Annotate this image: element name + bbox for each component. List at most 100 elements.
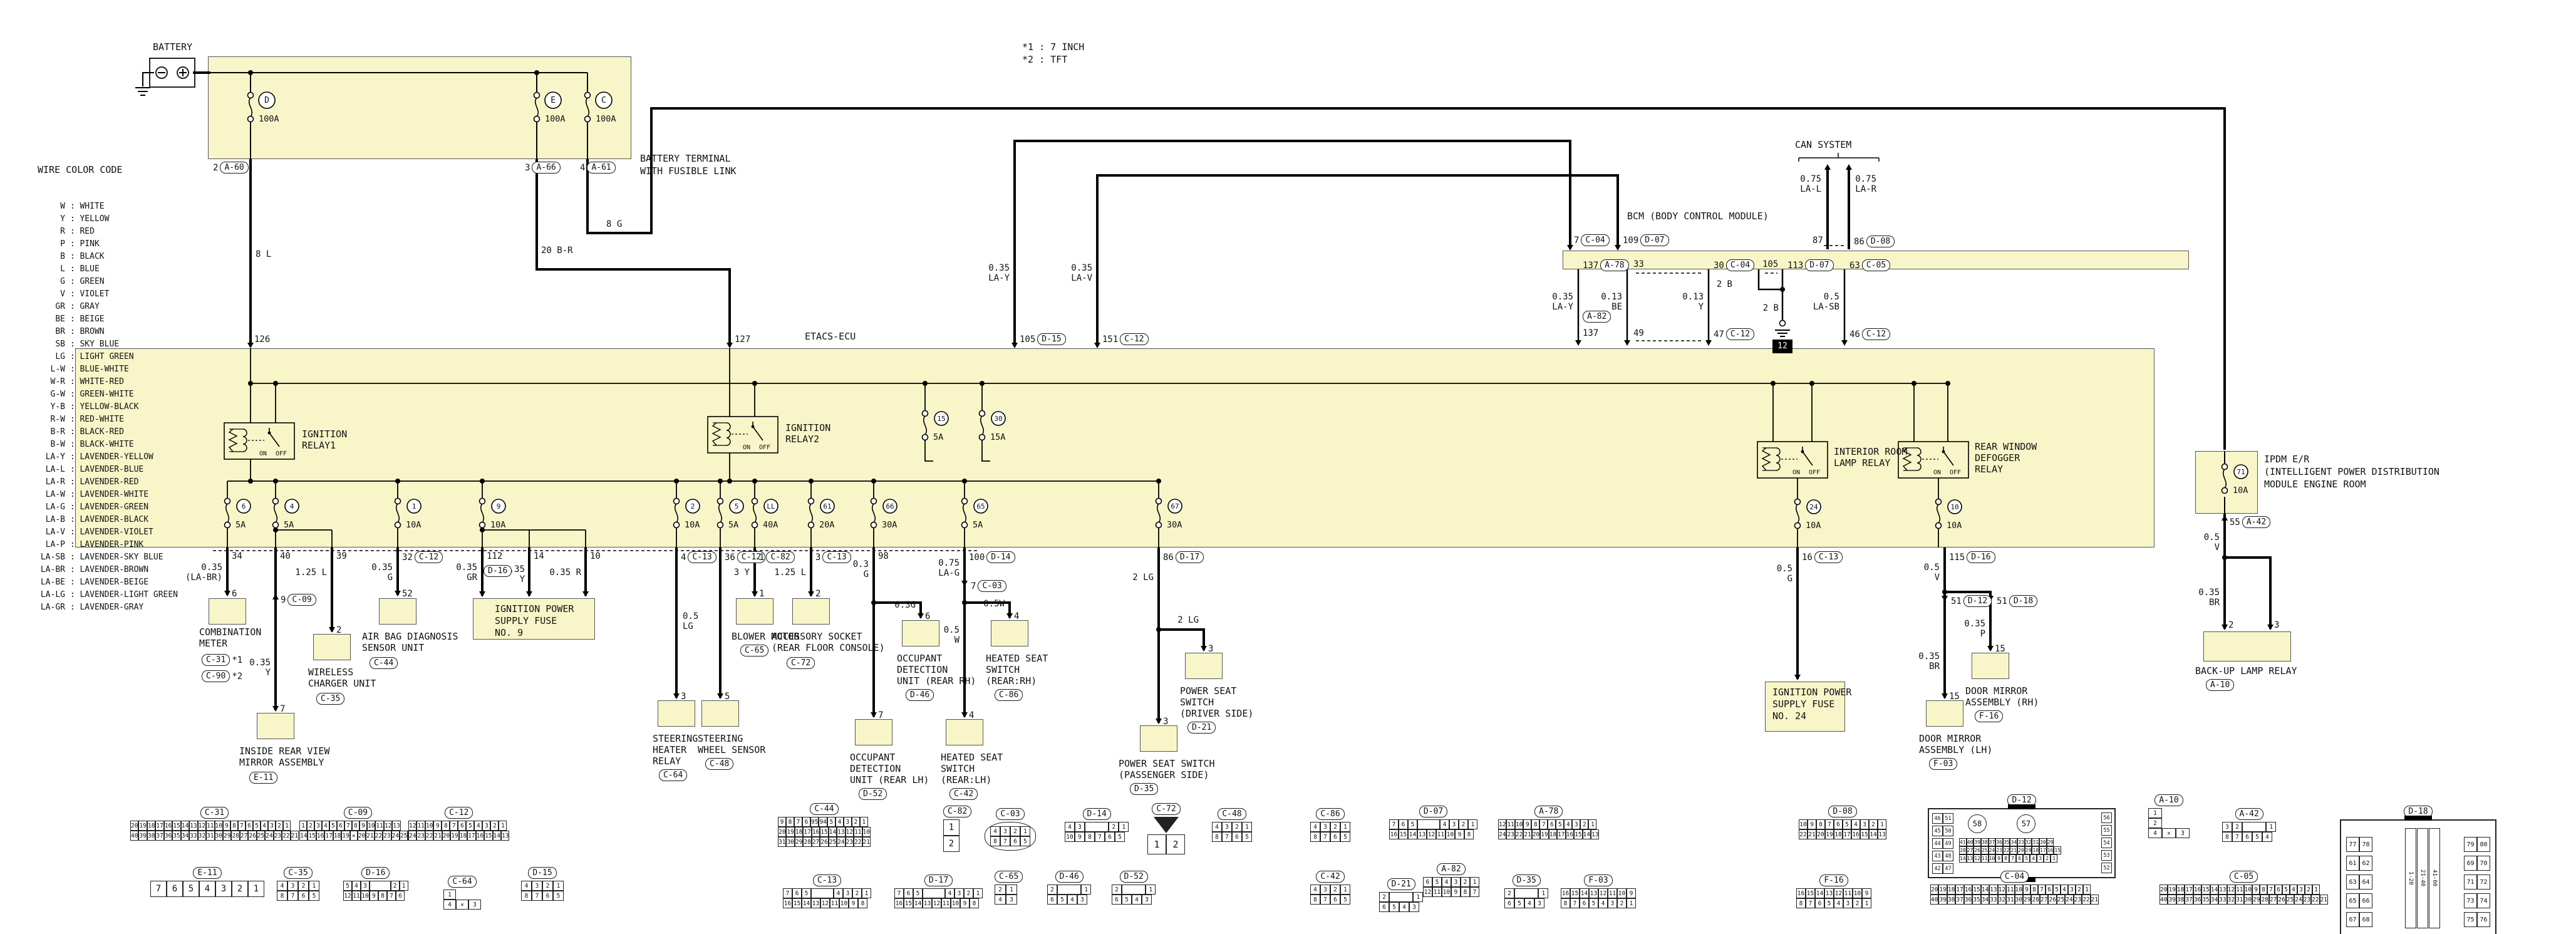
connector-pin: 8	[1816, 819, 1825, 829]
connector-pin: 23	[1506, 829, 1515, 839]
pin-number: 51	[1951, 596, 1962, 606]
legend-color-name: : GREEN-WHITE	[65, 390, 134, 399]
connector-pin: 20	[778, 827, 787, 837]
connector-pin: 4	[1564, 819, 1573, 829]
arrowhead	[272, 706, 279, 712]
connector-pin: 39	[1973, 838, 1981, 846]
arrowhead	[224, 591, 230, 596]
pin-number: 98	[878, 551, 889, 561]
connector-pin: 8	[1310, 895, 1320, 905]
connector-pin: 4	[474, 821, 483, 831]
connector-pin: 1	[1413, 892, 1424, 902]
legend-color-name: : YELLOW-BLACK	[65, 402, 139, 412]
connector-pin: 6	[1010, 836, 1020, 846]
connector-pin: 23	[1995, 846, 2003, 854]
wire-label: 0.5 LA-SB	[1813, 292, 1839, 312]
connector-badge: C-12	[737, 551, 766, 563]
connector-blank	[370, 881, 391, 891]
relay-label: LAMP RELAY	[1834, 457, 1891, 469]
connector-pin: 3	[2297, 885, 2305, 895]
connector-pin: 18	[147, 821, 156, 831]
connector-pin: 4	[2030, 854, 2037, 863]
pin-number: 151	[1102, 334, 1119, 345]
connector-pin: 3	[287, 881, 298, 891]
pin-number: 3	[2274, 620, 2280, 630]
connector-pin: 19	[1825, 829, 1834, 839]
component-label: DOOR MIRROR	[1919, 733, 1982, 744]
arrowhead	[1624, 340, 1630, 346]
arrowhead	[1824, 164, 1831, 170]
legend-code: G-W	[50, 390, 65, 399]
connector-pin: 47	[1943, 863, 1953, 874]
component-wire	[2225, 556, 2272, 629]
legend-color-name: : BLACK-RED	[65, 427, 124, 437]
pin-label: 2	[336, 625, 341, 635]
connector-pin: 3	[1000, 826, 1010, 836]
legend-code: LA-L	[45, 465, 65, 474]
connector-pin: 3	[1572, 819, 1581, 829]
legend-entry: B-W : BLACK-WHITE	[18, 440, 134, 450]
connector-pin: 9	[222, 821, 230, 831]
ground-circle	[1779, 319, 1786, 327]
connector-pin: 1	[1340, 822, 1350, 832]
connector-pin: 44	[1932, 838, 1943, 849]
connector-pin-row: 2	[2148, 818, 2190, 828]
arrowhead	[727, 343, 733, 348]
connector-pin: 11	[2006, 885, 2015, 895]
connector-pin: 8	[1561, 898, 1570, 908]
connector-badge: D-16	[1967, 551, 1995, 563]
connector-pin: 12	[1498, 819, 1507, 829]
connector-badge: C-12	[414, 551, 443, 563]
ignition-fuse-label: NO. 24	[1772, 710, 1807, 722]
connector-pin: 2	[1869, 819, 1878, 829]
triangle-key	[1154, 817, 1179, 833]
legend-code: W-R	[50, 377, 65, 387]
connector-pin: 3	[2176, 828, 2190, 838]
connector-pin: 10	[1988, 854, 1996, 863]
connector-pin: 5	[1556, 819, 1565, 829]
connector-pin: 6	[1047, 895, 1057, 905]
connector-pin: 2	[275, 821, 283, 831]
connector-pin: 33	[2017, 838, 2025, 846]
connector-pin: 25	[828, 837, 837, 847]
pin-number: 39	[336, 551, 347, 561]
connector-pin: 9	[1995, 854, 2003, 863]
arrowhead	[1705, 340, 1712, 346]
block-tab	[2404, 816, 2432, 821]
connector-pin: 2	[1617, 898, 1627, 908]
component-label: HEATER	[653, 744, 687, 755]
connector-pin: 4	[277, 881, 287, 891]
connector-pin: 80	[2477, 837, 2490, 852]
connector-pin: 10	[425, 821, 434, 831]
connector-blank	[1122, 885, 1146, 895]
connector-pin: 95	[810, 817, 819, 827]
pin-label: 126	[254, 335, 270, 345]
component-connector: C-31*1	[202, 654, 242, 666]
connector-pin: 16	[894, 898, 904, 908]
legend-color-name: : GREEN	[65, 277, 105, 286]
connector-pin: 2	[2148, 818, 2162, 828]
connector-pin: 68	[2359, 912, 2372, 927]
connector-pin: 18	[1548, 829, 1558, 839]
legend-entry: L : BLUE	[18, 264, 100, 274]
component-label: DETECTION	[897, 664, 948, 675]
connector-pin: 7	[783, 888, 792, 898]
connector-pin: 32	[1997, 895, 2007, 905]
connector-pin: 36	[163, 831, 173, 841]
connector-pin: 17	[1955, 885, 1964, 895]
connector-pin: 11	[1608, 888, 1617, 898]
connector-pin: 8	[277, 891, 287, 901]
wire-label: 0.35 (LA-BR)	[185, 563, 222, 583]
pin-label: 14	[534, 551, 544, 561]
connector-pin: 24	[2294, 895, 2303, 905]
legend-code: LA-BR	[40, 565, 65, 574]
connector-pin: 7	[1320, 895, 1330, 905]
